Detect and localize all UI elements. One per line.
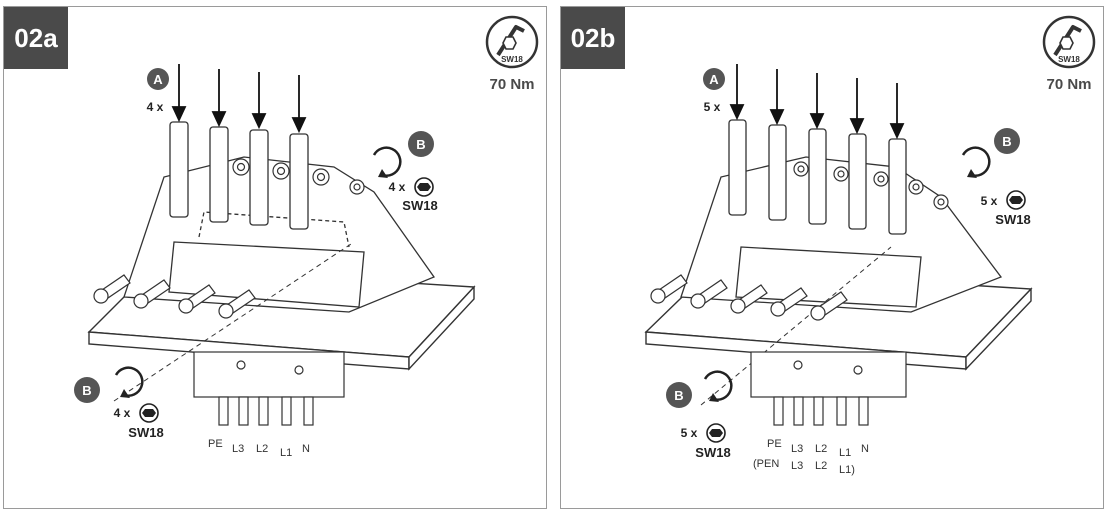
rotate-icon	[709, 393, 719, 402]
hex-nut-icon	[1006, 190, 1026, 210]
wrench-size-label: SW18	[1058, 55, 1080, 64]
rotate-icon	[967, 169, 977, 178]
terminal-label: L3	[232, 443, 244, 455]
wrench-size: SW18	[402, 198, 437, 213]
svg-text:B: B	[82, 383, 91, 398]
nut-row	[793, 161, 949, 210]
terminal-label: L2	[815, 460, 827, 472]
cable-count: 5 x	[704, 100, 721, 114]
svg-text:B: B	[416, 137, 425, 152]
hex-nut-icon	[414, 177, 434, 197]
step-panel-02a: 02a SW18 70 Nm	[3, 6, 547, 509]
svg-text:B: B	[674, 388, 683, 403]
marker-B-top: B	[372, 131, 434, 178]
svg-text:B: B	[1002, 134, 1011, 149]
terminal-housing	[680, 156, 1003, 313]
bolt-set	[650, 274, 848, 321]
marker-B-bottom: B	[666, 370, 733, 408]
nut-count: 5 x	[681, 426, 698, 440]
marker-A: A	[703, 68, 725, 90]
hex-nut-icon	[706, 423, 726, 443]
bolt-set	[93, 274, 256, 319]
terminal-blocks	[750, 351, 907, 426]
installation-diagram: SW18 70 Nm	[74, 15, 539, 459]
nut-row	[232, 158, 365, 195]
step-label: 02a	[4, 7, 68, 69]
terminal-label: L1)	[839, 464, 855, 476]
wrench-icon: SW18	[485, 15, 539, 69]
terminal-label: L2	[256, 443, 268, 455]
rotate-icon	[120, 389, 130, 398]
cable-count: 4 x	[147, 100, 164, 114]
torque-value: 70 Nm	[1046, 76, 1091, 93]
step-label: 02b	[561, 7, 625, 69]
terminal-label: L3	[791, 460, 803, 472]
terminal-label: PE	[767, 438, 782, 450]
wrench-size: SW18	[995, 212, 1030, 227]
cable-set	[169, 64, 309, 230]
cable-set	[728, 64, 907, 235]
wrench-size-label: SW18	[501, 55, 523, 64]
svg-text:A: A	[709, 72, 719, 87]
nut-count: 4 x	[114, 406, 131, 420]
terminal-label: L1	[839, 447, 851, 459]
torque-value: 70 Nm	[489, 76, 534, 93]
wrench-size: SW18	[695, 445, 730, 460]
terminal-label: L1	[280, 447, 292, 459]
terminal-label: N	[861, 443, 869, 455]
terminal-labels: PE L3 L2 L1 N	[208, 438, 310, 459]
marker-A: A	[147, 68, 169, 90]
installation-diagram: SW18 70 Nm	[644, 15, 1096, 476]
terminal-label: L2	[815, 443, 827, 455]
terminal-label: L3	[791, 443, 803, 455]
terminal-blocks	[193, 351, 345, 426]
wrench-size: SW18	[128, 425, 163, 440]
terminal-label: PE	[208, 438, 223, 450]
rotate-icon	[378, 169, 388, 178]
nut-count: 4 x	[389, 180, 406, 194]
terminal-labels: PE L3 L2 L1 N	[767, 438, 869, 459]
wrench-icon: SW18	[1042, 15, 1096, 69]
terminal-labels-pen: (PEN L3 L2 L1)	[753, 458, 855, 476]
svg-text:A: A	[153, 72, 163, 87]
marker-B-bottom: B	[74, 366, 144, 403]
nut-count: 5 x	[981, 194, 998, 208]
hex-nut-icon	[139, 403, 159, 423]
terminal-label: (PEN	[753, 458, 779, 470]
terminal-label: N	[302, 443, 310, 455]
marker-B-top: B	[961, 128, 1020, 178]
step-panel-02b: 02b SW18 70 Nm	[560, 6, 1104, 509]
